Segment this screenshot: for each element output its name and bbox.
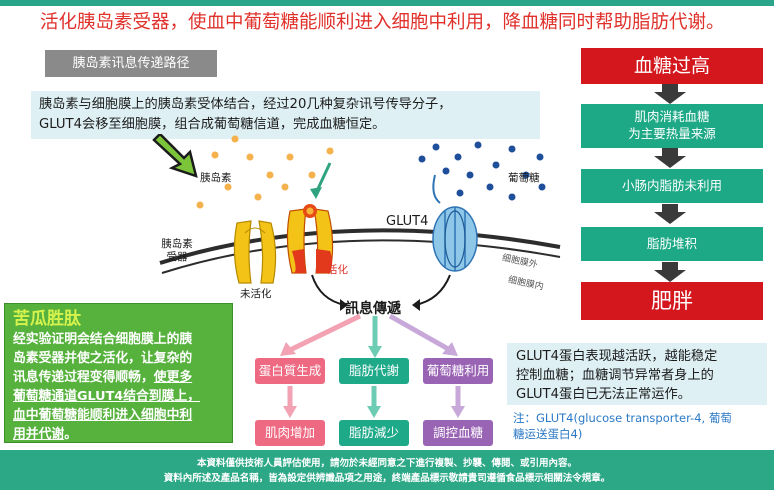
active-label: 活化 — [327, 264, 348, 276]
top-accent-bar — [0, 0, 774, 6]
bitter-melon-line-6: 用并代谢。 — [13, 425, 224, 444]
glut4-explanation-box: GLUT4蛋白表现越活跃，越能稳定 控制血糖；血糖调节异常者身上的 GLUT4蛋… — [507, 343, 767, 405]
membrane-outer-line — [159, 228, 561, 265]
glut4-footnote: 注：GLUT4(glucose transporter-4, 葡萄 糖运送蛋白4… — [513, 410, 768, 442]
bitter-melon-line-3: 讯息传递过程变得顺畅，使更多 — [13, 368, 224, 387]
bitter-melon-line-2: 岛素受器并使之活化，让复杂的 — [13, 351, 193, 366]
bitter-melon-peptide-box: 苦瓜胜肽 经实验证明会结合细胞膜上的胰 岛素受器并使之活化，让复杂的 讯息传递过… — [4, 303, 233, 443]
footnote-line-2: 糖运送蛋白4) — [513, 427, 583, 441]
active-receptor — [286, 204, 334, 274]
glut4-note-line-3: GLUT4蛋白已无法正常运作。 — [516, 387, 691, 402]
signal-fan-arrows — [280, 313, 458, 358]
headline: 活化胰岛素受器，使血中葡萄糖能顺利进入细胞中利用，降血糖同时帮助脂肪代谢。 — [40, 12, 725, 33]
result-blood-sugar-control: 調控血糖 — [423, 420, 493, 446]
bitter-melon-line-3a: 讯息传递过程变得顺畅， — [13, 370, 154, 385]
disclaimer-footer: 本資料僅供技術人員評估使用，請勿於未經同意之下進行複製、抄襲、傳閱、或引用內容。… — [0, 450, 774, 490]
outcome-fat-metabolism: 脂肪代謝 — [339, 358, 409, 384]
inactive-receptor — [233, 220, 277, 284]
glut4-note-line-1: GLUT4蛋白表现越活跃，越能稳定 — [516, 349, 718, 364]
bitter-melon-line-4: 葡萄糖通道GLUT4结合到膜上， — [13, 389, 200, 404]
glucose-molecules — [418, 141, 546, 201]
glut4-channel — [432, 206, 478, 272]
signal-transduction-label: 訊息傳遞 — [345, 301, 401, 317]
flow-step-2-line-2: 为主要热量来源 — [628, 126, 716, 141]
disclaimer-line-2: 資料內所述及產品名稱，皆為設定供辨識品項之用途，終端產品標示敬請貴司遵循食品標示… — [163, 473, 611, 484]
result-muscle-gain: 肌肉增加 — [255, 420, 325, 446]
outcome-down-arrows — [283, 386, 465, 418]
glucose-label: 葡萄糖 — [508, 172, 540, 184]
membrane-inner-line — [161, 239, 561, 274]
glut4-label: GLUT4 — [386, 214, 429, 229]
flow-obesity: 肥胖 — [581, 282, 763, 320]
outcome-glucose-utilization: 葡萄糖利用 — [423, 358, 493, 384]
glut4-note-line-2: 控制血糖；血糖调节异常者身上的 — [516, 368, 714, 383]
flow-down-arrows — [654, 84, 686, 282]
description-line-1: 胰岛素与细胞膜上的胰岛素受体结合，经过20几种复杂讯号传导分子， — [39, 97, 452, 112]
bitter-melon-line-3b: 使更多 — [153, 370, 193, 385]
bitter-melon-line-5: 血中葡萄糖能顺利进入细胞中利 — [13, 408, 193, 423]
flow-fat-accumulation: 脂肪堆积 — [581, 227, 763, 261]
result-fat-reduction: 脂肪減少 — [339, 420, 409, 446]
outcome-protein-synthesis: 蛋白質生成 — [255, 358, 325, 384]
flow-muscle-consumes-glucose: 肌肉消耗血糖 为主要热量来源 — [581, 104, 763, 148]
highlight-arrow-icon — [152, 134, 198, 178]
pathway-title: 胰岛素讯息传递路径 — [45, 50, 217, 77]
footnote-line-1: 注：GLUT4(glucose transporter-4, 葡萄 — [513, 411, 732, 425]
insulin-molecules — [196, 135, 334, 209]
cell-membrane-diagram — [159, 135, 561, 311]
pathway-description: 胰岛素与细胞膜上的胰岛素受体结合，经过20几种复杂讯号传导分子， GLUT4会移… — [31, 91, 540, 139]
insulin-label: 胰岛素 — [200, 172, 232, 184]
bitter-melon-title: 苦瓜胜肽 — [13, 309, 81, 329]
description-line-2: GLUT4会移至细胞膜，组合成葡萄糖信道，完成血糖恒定。 — [39, 117, 386, 132]
glucose-entry-arrow — [432, 174, 441, 204]
bitter-melon-line-1: 经实验证明会结合细胞膜上的胰 — [13, 332, 193, 347]
bitter-melon-line-6b: 。 — [64, 427, 77, 442]
flow-high-blood-sugar: 血糖过高 — [581, 48, 763, 84]
disclaimer-line-1: 本資料僅供技術人員評估使用，請勿於未經同意之下進行複製、抄襲、傳閱、或引用內容。 — [196, 458, 577, 469]
flow-step-2-line-1: 肌肉消耗血糖 — [634, 109, 710, 124]
flow-fat-unused: 小肠内脂肪未利用 — [581, 169, 763, 203]
receptor-label: 胰岛素受器 — [161, 238, 193, 263]
bitter-melon-line-6a: 用并代谢 — [13, 427, 65, 442]
inactive-label: 未活化 — [240, 288, 272, 300]
